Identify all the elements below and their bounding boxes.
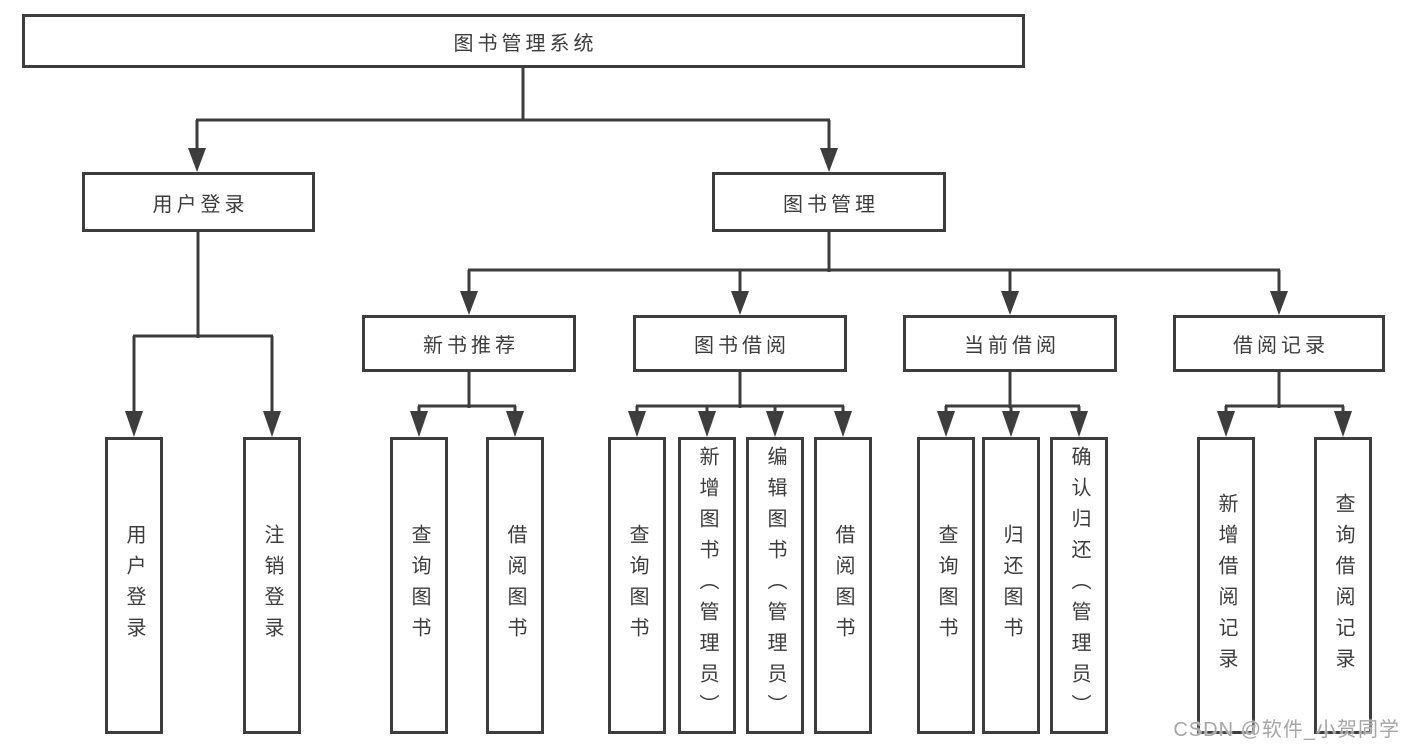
node-label: 查询图书 [935, 523, 957, 648]
leaf-borrowing-query-book: 查询图书 [608, 437, 666, 734]
leaf-recommend-borrow-book: 借阅图书 [486, 437, 544, 734]
node-label: 新增借阅记录 [1215, 492, 1237, 679]
node-book-management: 图书管理 [712, 172, 946, 232]
leaf-borrowing-edit-book-admin: 编辑图书（管理员） [746, 437, 804, 734]
node-label: 当前借阅 [964, 335, 1060, 357]
csdn-watermark: CSDN @软件_小贺同学 [1173, 719, 1400, 741]
node-label: 确认归还（管理员） [1068, 446, 1090, 725]
leaf-recommend-query-book: 查询图书 [390, 437, 448, 734]
leaf-records-add-record: 新增借阅记录 [1197, 437, 1255, 734]
leaf-user-login: 用户登录 [105, 437, 163, 734]
node-label: 图书管理 [783, 193, 879, 216]
node-label: 用户登录 [152, 193, 249, 216]
node-current-borrowing: 当前借阅 [903, 315, 1117, 372]
node-new-book-recommend: 新书推荐 [362, 315, 576, 372]
node-label: 图书借阅 [694, 335, 790, 357]
node-label: 查询图书 [626, 523, 648, 648]
node-label: 借阅记录 [1233, 335, 1329, 357]
node-user-login: 用户登录 [82, 172, 315, 232]
node-label: 新增图书（管理员） [696, 446, 718, 725]
node-label: 新书推荐 [423, 335, 519, 357]
leaf-borrowing-add-book-admin: 新增图书（管理员） [678, 437, 736, 734]
node-label: 编辑图书（管理员） [764, 446, 786, 725]
leaf-borrowing-borrow-book: 借阅图书 [814, 437, 872, 734]
node-label: 借阅图书 [832, 523, 854, 648]
leaf-records-query-record: 查询借阅记录 [1314, 437, 1372, 734]
leaf-logout: 注销登录 [243, 437, 301, 734]
node-label: 查询图书 [408, 523, 430, 648]
node-borrowing-records: 借阅记录 [1173, 315, 1385, 372]
node-label: 图书管理系统 [453, 32, 598, 55]
leaf-current-query-book: 查询图书 [917, 437, 975, 734]
node-label: 查询借阅记录 [1332, 492, 1354, 679]
leaf-current-confirm-return-admin: 确认归还（管理员） [1050, 437, 1108, 734]
node-label: 注销登录 [261, 523, 283, 648]
node-label: 归还图书 [1000, 523, 1022, 648]
node-root-library-system: 图书管理系统 [22, 14, 1025, 68]
node-label: 用户登录 [123, 523, 145, 648]
leaf-current-return-book: 归还图书 [982, 437, 1040, 734]
node-book-borrowing: 图书借阅 [633, 315, 847, 372]
node-label: 借阅图书 [504, 523, 526, 648]
